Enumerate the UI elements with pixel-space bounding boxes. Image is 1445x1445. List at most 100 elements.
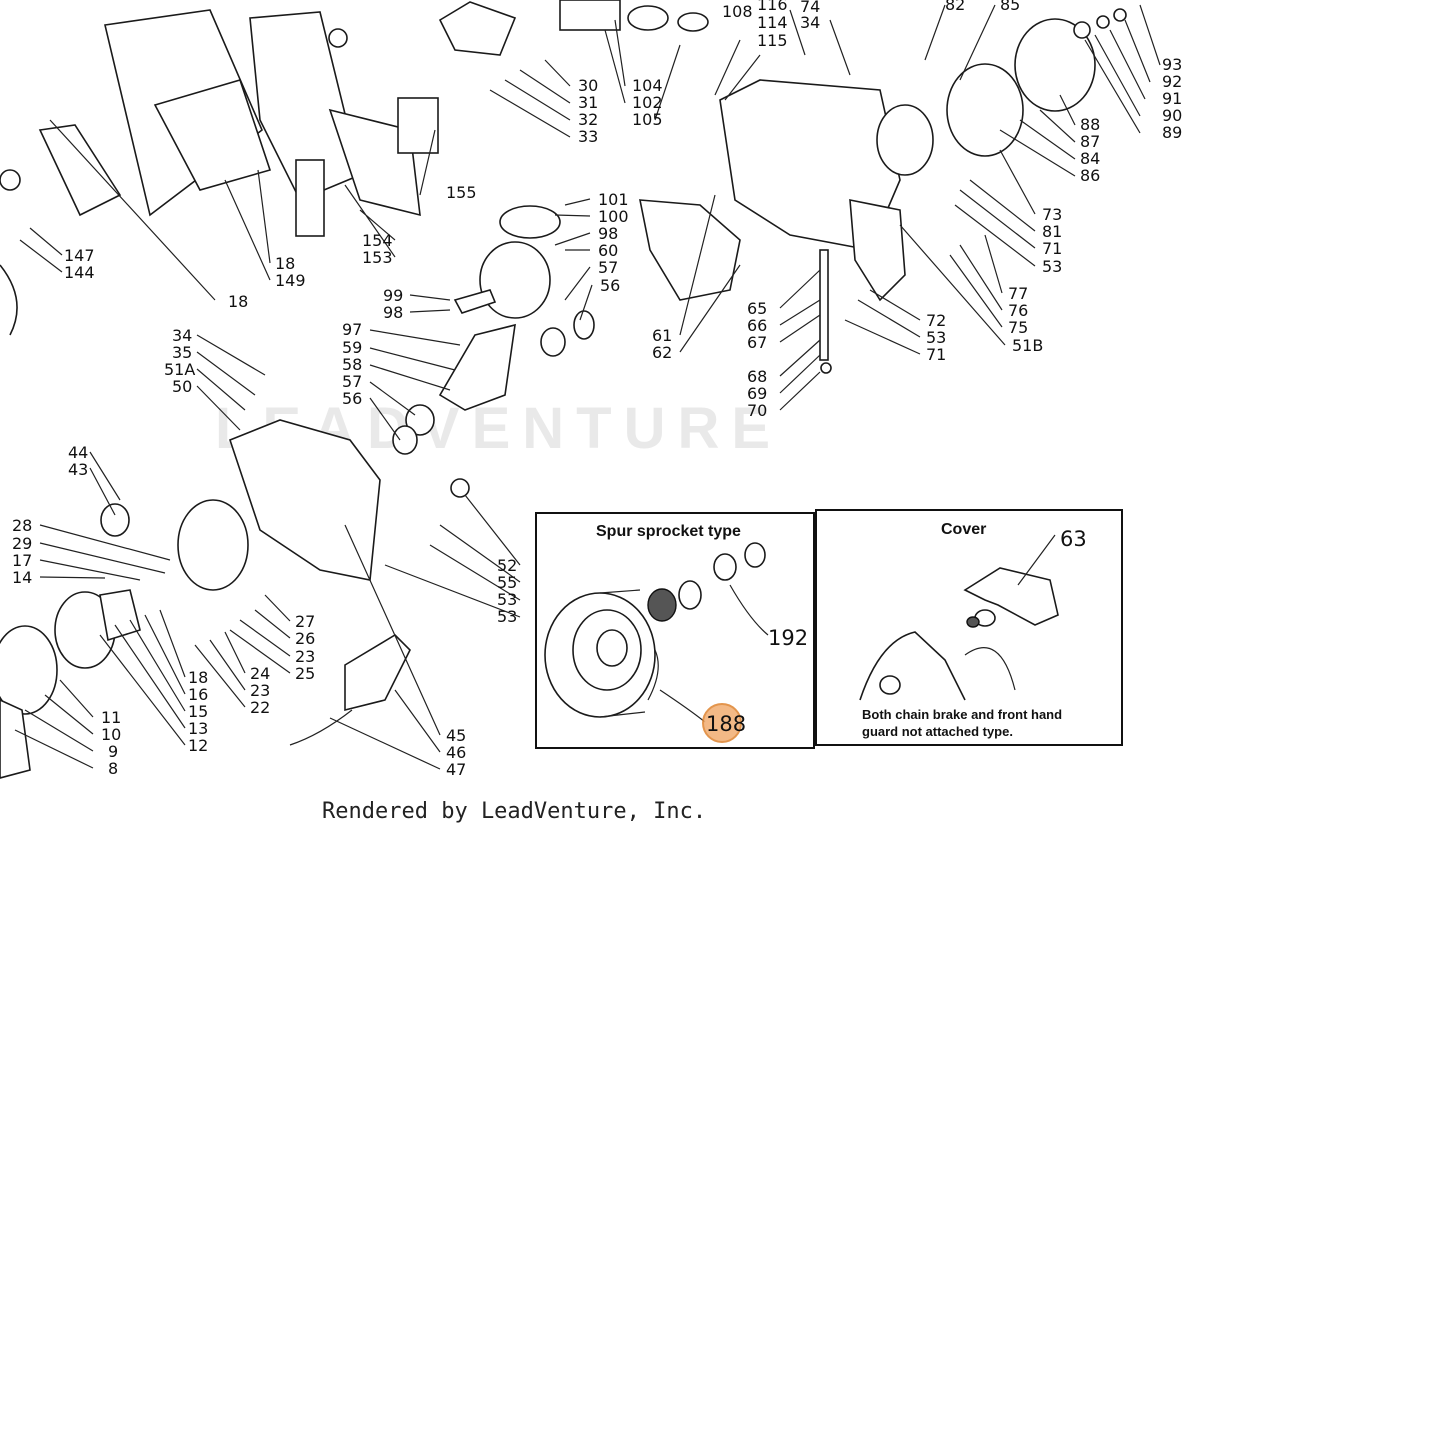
bushing-shape	[450, 478, 470, 498]
label-84: 84	[1080, 149, 1100, 168]
label-60: 60	[598, 241, 618, 260]
label-28: 28	[12, 516, 32, 535]
gasket-shape	[677, 12, 709, 32]
label-66: 66	[747, 316, 767, 335]
label-89: 89	[1162, 123, 1182, 142]
label-69: 69	[747, 384, 767, 403]
clutch-shape	[946, 63, 1024, 157]
label-147: 147	[64, 246, 95, 265]
washer-2-shape	[1096, 15, 1110, 29]
label-56: 56	[342, 389, 362, 408]
label-18-a: 18	[275, 254, 295, 273]
label-16: 16	[188, 685, 208, 704]
label-155: 155	[446, 183, 477, 202]
label-149: 149	[275, 271, 306, 290]
circlip-2-shape	[392, 425, 418, 455]
label-50: 50	[172, 377, 192, 396]
callout-labels: 30 31 32 33 104 102 105 108 114 115 116 …	[12, 0, 1182, 779]
label-71-mid: 71	[926, 345, 946, 364]
panel-cover-note-2: guard not attached type.	[862, 724, 1013, 739]
label-87: 87	[1080, 132, 1100, 151]
label-51a: 51A	[164, 360, 195, 379]
label-100: 100	[598, 207, 629, 226]
label-45: 45	[446, 726, 466, 745]
label-53-mid: 53	[926, 328, 946, 347]
lower-case-shape	[229, 419, 381, 581]
label-25: 25	[295, 664, 315, 683]
label-108: 108	[722, 2, 753, 21]
label-12: 12	[188, 736, 208, 755]
label-44: 44	[68, 443, 88, 462]
nut-shape	[328, 28, 348, 48]
label-82: 82	[945, 0, 965, 14]
label-98-top: 98	[598, 224, 618, 243]
label-88: 88	[1080, 115, 1100, 134]
piston-shape	[479, 241, 551, 319]
label-34: 34	[172, 326, 192, 345]
label-99: 99	[383, 286, 403, 305]
stud-cap-shape	[820, 362, 832, 374]
label-91: 91	[1162, 89, 1182, 108]
label-51b: 51B	[1012, 336, 1043, 355]
bearing-3-shape	[405, 404, 435, 436]
label-58: 58	[342, 355, 362, 374]
label-59: 59	[342, 338, 362, 357]
label-55: 55	[497, 573, 517, 592]
label-27: 27	[295, 612, 315, 631]
handle-shape	[0, 699, 31, 779]
washer-3-shape	[1113, 8, 1127, 22]
side-plate-shape	[153, 79, 272, 191]
label-63: 63	[1060, 527, 1087, 551]
leader-lines	[14, 4, 1161, 770]
label-26: 26	[295, 629, 315, 648]
label-32: 32	[578, 110, 598, 129]
panel-cover-note-1: Both chain brake and front hand	[862, 707, 1062, 722]
label-57: 57	[342, 372, 362, 391]
ring-arc-shape	[0, 264, 18, 336]
label-14: 14	[12, 568, 32, 587]
flywheel-shape	[177, 499, 249, 591]
label-53-right: 53	[1042, 257, 1062, 276]
label-72: 72	[926, 311, 946, 330]
piston-ring-shape	[499, 205, 561, 239]
label-71: 71	[1042, 239, 1062, 258]
label-35: 35	[172, 343, 192, 362]
label-17: 17	[12, 551, 32, 570]
carb-body-shape	[559, 0, 621, 31]
label-81: 81	[1042, 222, 1062, 241]
label-33: 33	[578, 127, 598, 146]
panel-cover-frame	[815, 509, 1123, 746]
label-144: 144	[64, 263, 95, 282]
footer-credit: Rendered by LeadVenture, Inc.	[322, 799, 706, 824]
inset-panels: Spur sprocket type 192 188 Cover 63 Both…	[535, 509, 1123, 749]
crank-gasket-shape	[639, 199, 741, 301]
panel-spur-title: Spur sprocket type	[596, 523, 741, 540]
label-15: 15	[188, 702, 208, 721]
label-70: 70	[747, 401, 767, 420]
label-23-b: 23	[250, 681, 270, 700]
label-102: 102	[632, 93, 663, 112]
label-34-top: 34	[800, 13, 820, 32]
label-98: 98	[383, 303, 403, 322]
label-62: 62	[652, 343, 672, 362]
label-22: 22	[250, 698, 270, 717]
label-68: 68	[747, 367, 767, 386]
label-77: 77	[1008, 284, 1028, 303]
spur-sprocket-drawing	[544, 542, 769, 723]
starter-pulley-shape	[100, 503, 130, 537]
label-29: 29	[12, 534, 32, 553]
exploded-view-illustration	[0, 0, 1127, 779]
label-188[interactable]: 188	[706, 712, 746, 736]
label-30: 30	[578, 76, 598, 95]
label-67: 67	[747, 333, 767, 352]
highlight-188[interactable]	[702, 703, 742, 743]
sprocket-drum-shape	[1014, 18, 1096, 112]
label-154: 154	[362, 231, 393, 250]
label-105: 105	[632, 110, 663, 129]
label-97: 97	[342, 320, 362, 339]
label-76: 76	[1008, 301, 1028, 320]
cover-drawing	[859, 534, 1059, 701]
label-61: 61	[652, 326, 672, 345]
label-10: 10	[101, 725, 121, 744]
